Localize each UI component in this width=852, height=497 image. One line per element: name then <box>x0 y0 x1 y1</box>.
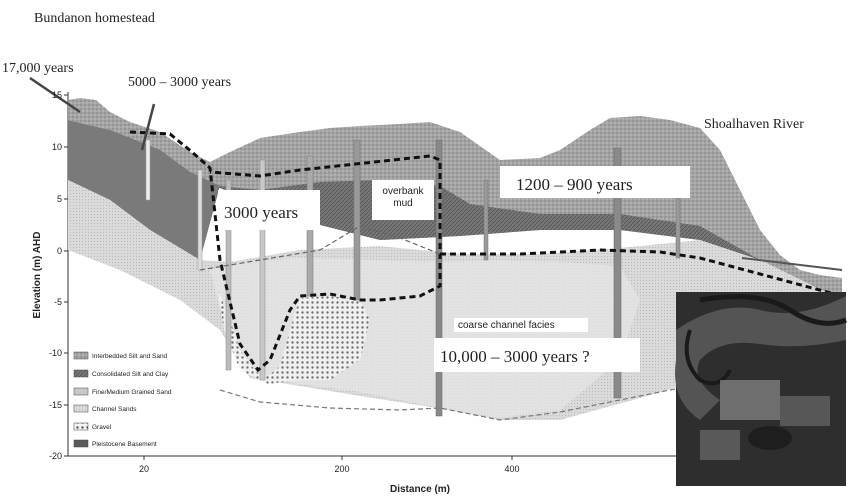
legend-swatch <box>73 422 89 431</box>
y-tick-label: 15 <box>52 90 62 100</box>
label-box-1200-900 <box>500 166 690 198</box>
label-box-coarse <box>454 318 588 332</box>
annotation-3000-years: 3000 years <box>224 203 298 222</box>
borehole <box>225 179 232 371</box>
x-axis: 20 200 400 600 Distance (m) <box>139 456 714 495</box>
annotation-17000-years: 17,000 years <box>2 61 74 76</box>
annotation-overbank: overbank <box>382 186 424 197</box>
x-axis-label: Distance (m) <box>390 484 450 495</box>
legend: Interbedded Silt and Sand Consolidated S… <box>73 351 172 448</box>
y-tick-label: -15 <box>49 400 62 410</box>
y-axis-label: Elevation (m) AHD <box>32 232 43 319</box>
x-tick-label: 20 <box>139 464 149 474</box>
y-tick-label: 5 <box>57 194 62 204</box>
pointer-5000-3000 <box>140 103 156 151</box>
legend-swatch <box>73 439 89 448</box>
annotation-10000-3000-years: 10,000 – 3000 years ? <box>440 347 590 366</box>
x-tick-label: 200 <box>334 464 349 474</box>
label-box-10000 <box>434 338 640 372</box>
river-meander <box>699 294 847 326</box>
legend-swatch <box>73 404 89 413</box>
borehole <box>675 197 681 259</box>
boundary-upper <box>199 225 441 271</box>
y-tick-label: 0 <box>57 246 62 256</box>
borehole <box>259 159 266 381</box>
gravel-lens-left <box>218 290 370 384</box>
river-level-line <box>741 257 843 271</box>
annotation-5000-3000-years: 5000 – 3000 years <box>128 75 231 90</box>
aerial-photo-inset <box>675 292 847 486</box>
legend-label: Interbedded Silt and Sand <box>92 353 168 360</box>
borehole <box>197 169 203 271</box>
consolidated-silt-clay-layer <box>110 130 760 260</box>
boundary-3000-years <box>129 130 442 373</box>
annotation-1200-900-years: 1200 – 900 years <box>516 175 633 194</box>
boreholes <box>145 139 681 417</box>
legend-swatch <box>73 351 89 360</box>
legend-label: Channel Sands <box>92 406 137 413</box>
unit-boundaries <box>129 130 843 421</box>
borehole <box>353 139 361 301</box>
annotation-river: Shoalhaven River <box>704 117 804 132</box>
y-tick-label: -5 <box>54 297 62 307</box>
x-tick-label: 400 <box>504 464 519 474</box>
gravel-pockets <box>218 290 370 384</box>
pleistocene-basement <box>68 120 220 260</box>
annotations: Bundanon homestead 17,000 years 5000 – 3… <box>2 11 804 366</box>
legend-label: Consolidated Silt and Clay <box>92 371 169 378</box>
boundary-1200-900-years <box>440 248 843 298</box>
y-tick-label: -10 <box>49 348 62 358</box>
borehole <box>145 139 151 201</box>
label-box-3000 <box>218 190 320 230</box>
legend-label: Gravel <box>92 424 112 431</box>
annotation-homestead: Bundanon homestead <box>34 11 155 26</box>
y-axis: 15 10 5 0 -5 -10 -15 -20 Elevation (m) A… <box>32 90 68 461</box>
legend-swatch <box>73 369 89 378</box>
pointer-17000 <box>29 76 81 114</box>
y-tick-label: 10 <box>52 142 62 152</box>
legend-label: Pleistocene Basement <box>92 441 157 448</box>
annotation-coarse-facies: coarse channel facies <box>458 320 555 331</box>
boundary-basal-channel <box>219 343 761 421</box>
legend-swatch <box>73 387 89 396</box>
y-tick-label: -20 <box>49 451 62 461</box>
label-box-overbank <box>372 180 434 220</box>
legend-label: Fine/Medium Grained Sand <box>92 389 172 396</box>
borehole <box>613 147 622 399</box>
annotation-mud: mud <box>393 198 412 209</box>
borehole <box>483 179 489 261</box>
